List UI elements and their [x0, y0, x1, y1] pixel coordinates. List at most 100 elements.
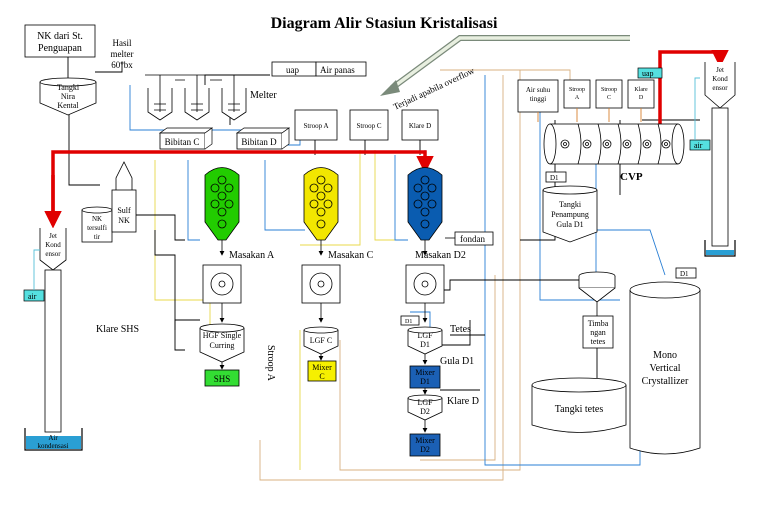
svg-text:C: C	[319, 372, 324, 381]
svg-text:uap: uap	[286, 65, 299, 75]
tan-pipe	[339, 70, 521, 471]
tangki-penampung-gula-d1: Tangki Penampung Gula D1	[542, 185, 598, 243]
stroop-a-tank-top: Stroop A	[294, 109, 338, 141]
cvp-stroop-c-tank: Stroop C	[595, 79, 623, 109]
air-suhu-tinggi-tank: Air suhu tinggi	[517, 79, 559, 113]
air-cvp-box: air	[689, 139, 711, 151]
svg-text:Klare D: Klare D	[409, 122, 431, 130]
lgf-d1-centrifugal: LGF D1	[407, 326, 443, 355]
jet-condensor-left: Jet Kond ensor Air kondensasi	[24, 228, 83, 451]
svg-text:Mixer: Mixer	[415, 368, 435, 377]
lgf-d2-centrifugal: LGF D2	[407, 394, 443, 421]
melter-tanks: Melter	[145, 74, 277, 121]
mixer-d1-box: Mixer D1	[409, 365, 441, 389]
mixer-d2-box: Mixer D2	[409, 433, 441, 457]
svg-text:Nira: Nira	[61, 92, 76, 101]
svg-text:Curring: Curring	[210, 341, 235, 350]
svg-text:Penguapan: Penguapan	[38, 43, 82, 54]
bibitan-c-box: Bibitan C	[158, 127, 214, 150]
svg-text:Mixer: Mixer	[312, 363, 332, 372]
diagram-title: Diagram Alir Stasiun Kristalisasi	[271, 15, 498, 32]
svg-text:Vertical: Vertical	[649, 363, 680, 374]
melter-tank	[221, 75, 247, 121]
klare-shs-label: Klare SHS	[96, 324, 139, 335]
bibitan-d-box: Bibitan D	[235, 127, 291, 150]
svg-text:Stroop C: Stroop C	[356, 122, 381, 130]
blue-pipe	[410, 311, 431, 330]
svg-text:Tangki tetes: Tangki tetes	[555, 404, 604, 415]
nk-tersulfitir-tank: NK tersulfi tir	[81, 206, 113, 243]
svg-text:Gula D1: Gula D1	[556, 220, 583, 229]
pan-masakan-c: Masakan C	[303, 167, 374, 261]
svg-text:Masakan A: Masakan A	[229, 250, 275, 261]
svg-text:Jet: Jet	[716, 66, 724, 74]
d1-cvp-tag: D1	[545, 171, 567, 183]
air-panas-box: Air panas	[315, 61, 367, 77]
cvp-label: CVP	[620, 171, 643, 183]
uap-cvp-box: uap	[637, 67, 663, 79]
blue-pipe	[264, 160, 305, 231]
svg-text:Mixer: Mixer	[415, 436, 435, 445]
pan-masakan-d2: Masakan D2	[407, 167, 466, 261]
black-pipe	[154, 230, 176, 330]
svg-text:Tangki: Tangki	[57, 83, 80, 92]
svg-text:ensor: ensor	[712, 84, 728, 92]
klare-d-tank-top: Klare D	[401, 109, 439, 141]
svg-text:60°bx: 60°bx	[111, 60, 133, 70]
yellow-pipe	[154, 160, 211, 330]
svg-text:Air suhu: Air suhu	[526, 86, 551, 94]
black-pipe	[174, 319, 200, 351]
svg-text:Bibitan C: Bibitan C	[165, 137, 200, 147]
yellow-pipe	[374, 150, 400, 241]
svg-text:Jet: Jet	[49, 232, 57, 240]
svg-text:Tangki: Tangki	[559, 200, 582, 209]
svg-text:D1: D1	[550, 174, 559, 182]
tan-pipe	[420, 275, 496, 461]
receiver-c	[301, 264, 341, 304]
blue-pipe	[539, 110, 600, 301]
svg-text:D1: D1	[420, 340, 430, 349]
receiver-a	[202, 264, 242, 304]
blue-pipe	[187, 160, 200, 241]
svg-text:Penampung: Penampung	[551, 210, 589, 219]
svg-text:Sulf: Sulf	[117, 206, 131, 215]
lgf-c-centrifugal: LGF C	[303, 326, 339, 355]
melter-label: Melter	[250, 90, 277, 101]
klare-d-side-label: Klare D	[447, 396, 479, 407]
svg-text:D1: D1	[405, 319, 412, 325]
black-pipe	[424, 270, 600, 291]
stroop-c-tank-top: Stroop C	[349, 109, 389, 141]
svg-text:tersulfi: tersulfi	[87, 224, 107, 232]
hgf-centrifugal: HGF Single Curring	[199, 323, 245, 363]
svg-text:Bibitan D: Bibitan D	[241, 137, 277, 147]
air-left-box: air	[23, 289, 45, 302]
black-pipe	[68, 110, 100, 186]
svg-text:uap: uap	[642, 69, 654, 78]
svg-text:NK: NK	[118, 216, 130, 225]
melter-tank	[147, 75, 173, 121]
shs-box: SHS	[204, 369, 240, 387]
svg-text:D1: D1	[680, 270, 689, 278]
svg-text:Mono: Mono	[653, 350, 677, 361]
gula-d1-label: Gula D1	[440, 356, 474, 367]
tan-pipe	[259, 75, 504, 481]
svg-text:tinggi: tinggi	[530, 95, 546, 103]
tetes-label: Tetes	[450, 324, 471, 335]
svg-text:C: C	[607, 95, 611, 101]
svg-text:Stroop: Stroop	[569, 87, 585, 93]
svg-text:Kental: Kental	[57, 101, 79, 110]
uap-box-top: uap	[271, 61, 317, 77]
svg-text:Air: Air	[48, 434, 58, 442]
svg-text:Crystallizer: Crystallizer	[642, 376, 689, 387]
svg-text:Masakan C: Masakan C	[328, 250, 374, 261]
cvp-klare-d-tank: Klare D	[627, 79, 655, 109]
overflow-arrow: Terjadi apabila overflow	[380, 35, 630, 112]
steam-header-line	[44, 50, 729, 229]
svg-text:Klare: Klare	[634, 87, 648, 93]
svg-text:Masakan D2: Masakan D2	[415, 250, 466, 261]
mixer-c-box: Mixer C	[307, 360, 337, 382]
svg-text:D1: D1	[420, 377, 430, 386]
svg-text:NK: NK	[92, 215, 102, 223]
svg-text:Stroop A: Stroop A	[303, 122, 328, 130]
